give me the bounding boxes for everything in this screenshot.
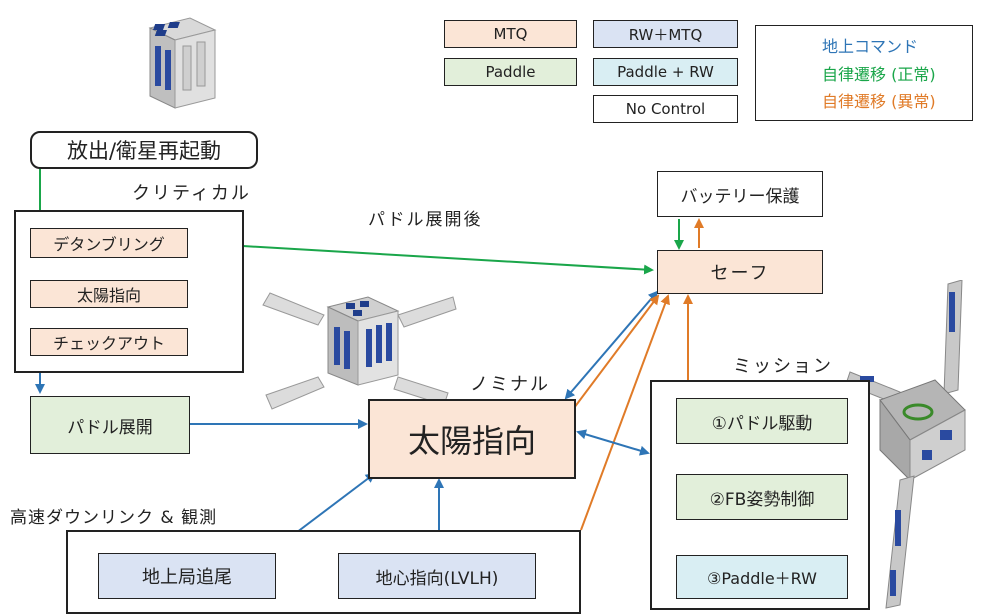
legend-rw-mtq: RW＋MTQ [593, 20, 738, 48]
nominal-label: ノミナル [470, 374, 550, 395]
legend-auto-normal: 自律遷移 (正常) [822, 65, 936, 84]
earth-pointing-state: 地心指向(LVLH) [338, 553, 536, 599]
legend-mtq: MTQ [444, 20, 577, 48]
battery-protection-state: バッテリー保護 [657, 171, 823, 217]
legend-paddle-rw: Paddle + RW [593, 58, 738, 86]
safe-state: セーフ [657, 250, 823, 294]
ground-station-tracking-state: 地上局追尾 [98, 553, 276, 599]
mission-paddle-drive: ①パドル駆動 [676, 398, 848, 444]
mission-label: ミッション [733, 356, 833, 377]
critical-sun-pointing-state: 太陽指向 [30, 280, 188, 308]
legend-auto-abnormal: 自律遷移 (異常) [822, 92, 936, 111]
paddle-deploy-state: パドル展開 [30, 396, 190, 454]
detumbling-state: デタンブリング [30, 228, 188, 258]
mission-paddle-rw: ③Paddle＋RW [676, 555, 848, 599]
legend-ground-command: 地上コマンド [822, 37, 919, 56]
critical-label: クリティカル [132, 183, 251, 204]
after-paddle-label: パドル展開後 [368, 210, 483, 230]
satellite-deployed-illustration [262, 292, 457, 410]
legend-paddle: Paddle [444, 58, 577, 86]
downlink-label: 高速ダウンリンク & 観測 [10, 508, 218, 528]
satellite-stowed-illustration [148, 17, 217, 109]
checkout-state: チェックアウト [30, 328, 188, 356]
nominal-sun-pointing-state: 太陽指向 [368, 399, 576, 479]
arrow-legend [755, 25, 973, 121]
mission-fb-attitude-control: ②FB姿勢制御 [676, 474, 848, 520]
legend-no-control: No Control [593, 95, 738, 123]
release-state: 放出/衛星再起動 [30, 131, 258, 169]
